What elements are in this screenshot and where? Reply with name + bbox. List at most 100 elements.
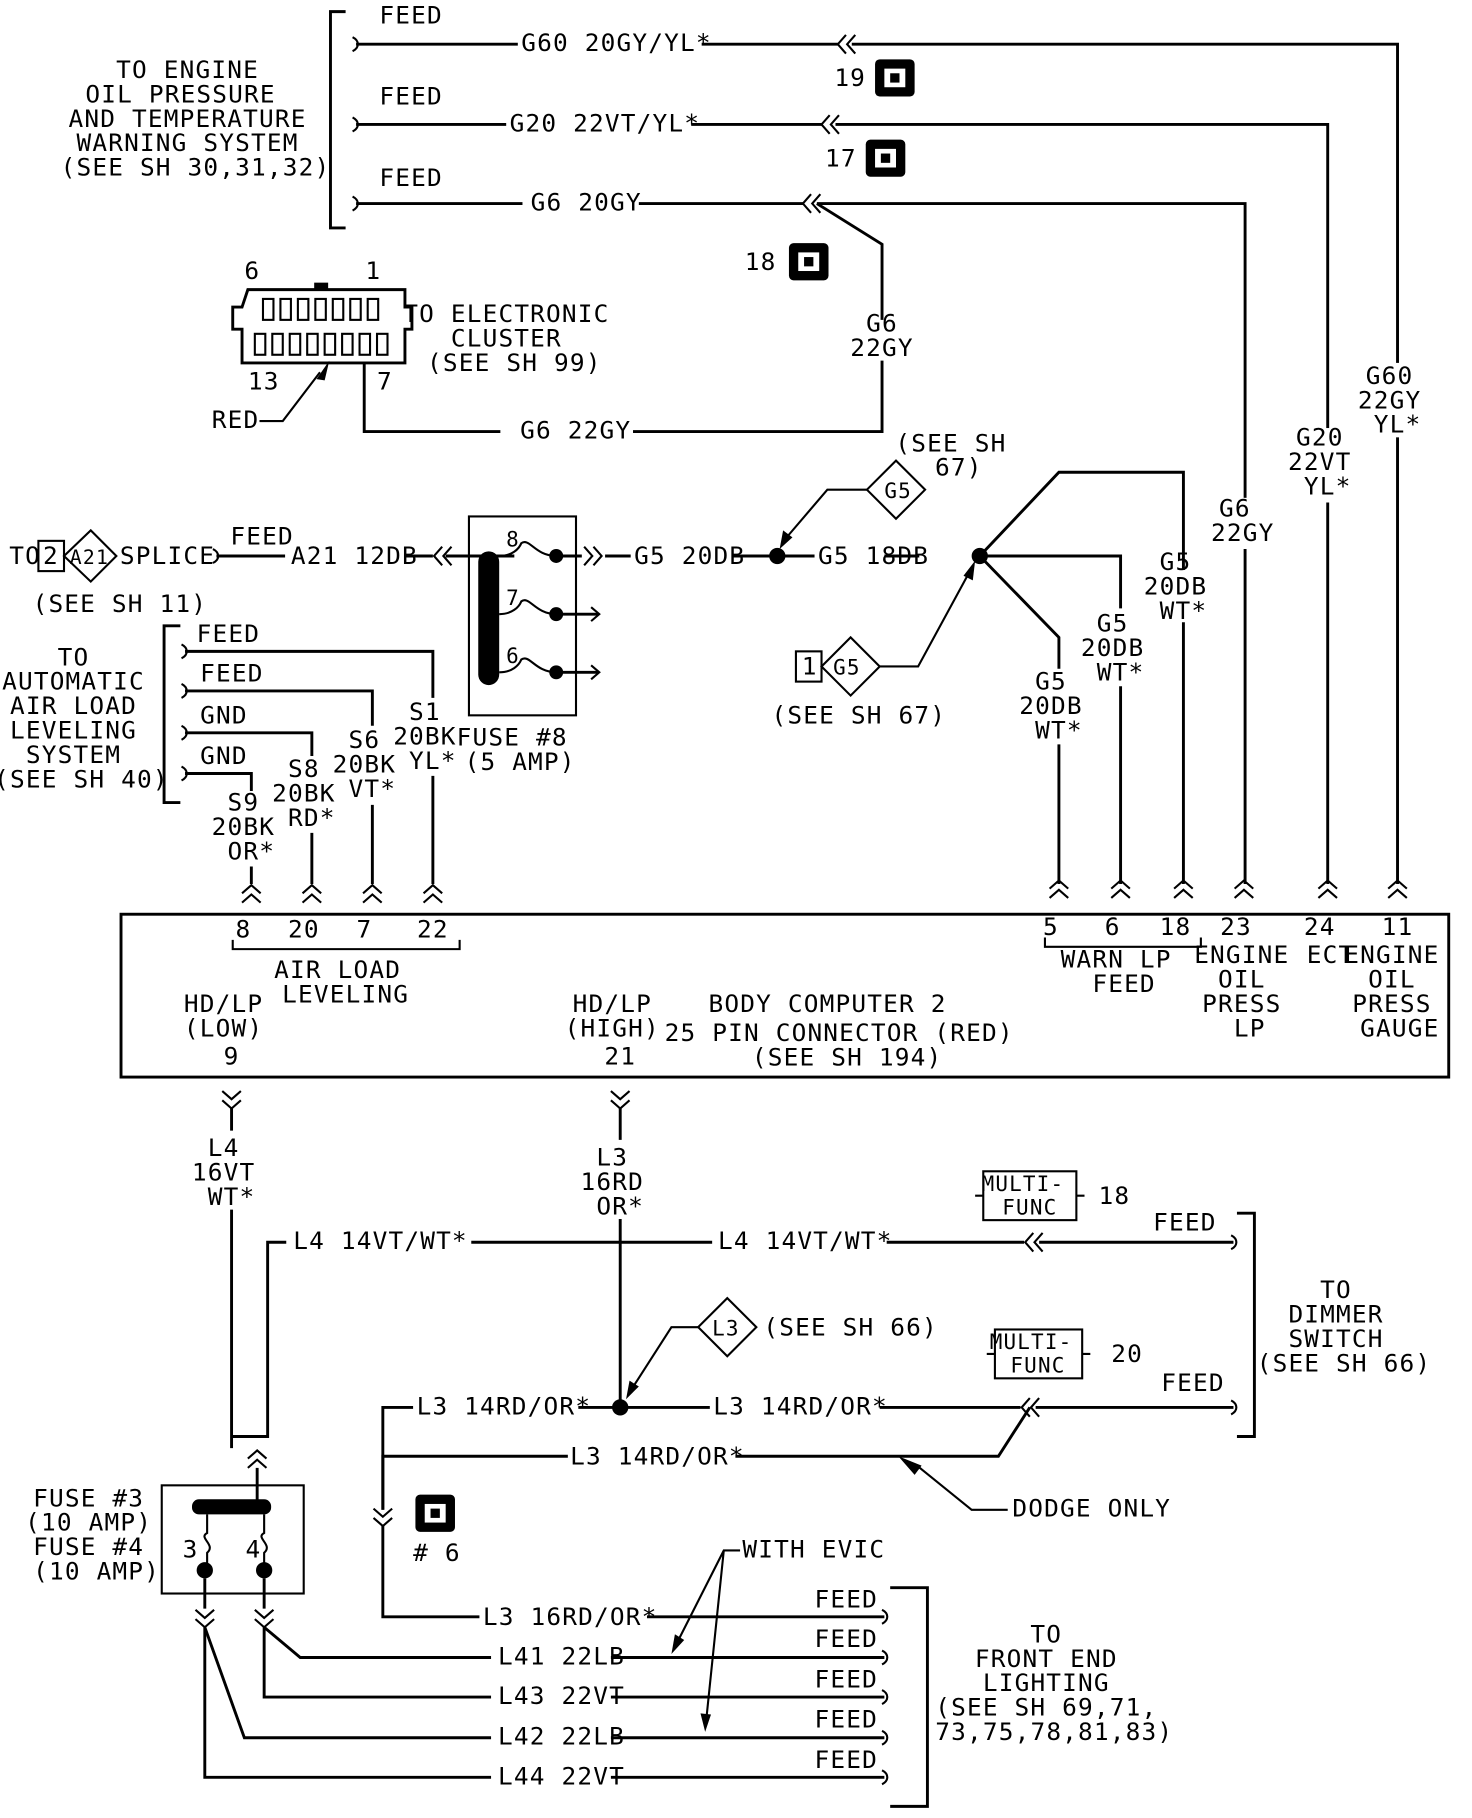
connector-17-label: 17 bbox=[825, 143, 857, 172]
wire-g6-label: G6 20GY bbox=[531, 188, 642, 217]
svg-text:MULTI- FUNC: MULTI- FUNC bbox=[982, 1172, 1078, 1219]
svg-text:(SEE SH 67): (SEE SH 67) bbox=[895, 428, 1022, 481]
svg-text:MULTI- FUNC: MULTI- FUNC bbox=[990, 1330, 1086, 1377]
see-sh-67: (SEE SH 67) bbox=[771, 700, 946, 729]
svg-text:FEED: FEED bbox=[200, 659, 263, 688]
svg-text:G6 22GY: G6 22GY bbox=[1211, 493, 1274, 546]
connector-17-icon bbox=[865, 139, 906, 177]
connector-18-icon bbox=[788, 243, 829, 281]
svg-text:AIR LOAD LEVELING: AIR LOAD LEVELING bbox=[274, 955, 417, 1008]
svg-text:4: 4 bbox=[246, 1534, 262, 1563]
see-sh-66: (SEE SH 66) bbox=[763, 1312, 938, 1341]
wire-l4-14-b: L4 14VT/WT* bbox=[718, 1226, 893, 1255]
wire-l41: L41 22LB bbox=[498, 1641, 625, 1670]
svg-text:1: 1 bbox=[802, 652, 818, 681]
svg-text:L4 16VT WT*: L4 16VT WT* bbox=[192, 1133, 271, 1211]
svg-text:20: 20 bbox=[1111, 1339, 1143, 1368]
svg-text:GND: GND bbox=[200, 741, 248, 770]
fuse-pin-6: 6 bbox=[506, 644, 520, 668]
svg-text:G5: G5 bbox=[833, 656, 861, 680]
splice-a21: A21 bbox=[70, 546, 109, 569]
svg-text:FEED: FEED bbox=[815, 1584, 878, 1613]
wire-l4-14-a: L4 14VT/WT* bbox=[293, 1226, 468, 1255]
svg-text:FEED: FEED bbox=[1153, 1208, 1216, 1237]
wire-g5-18db: G5 18DB bbox=[818, 541, 929, 570]
svg-text:G5 20DB WT*: G5 20DB WT* bbox=[1019, 667, 1098, 745]
wire-g6-22gy-label: G6 22GY bbox=[520, 416, 631, 445]
svg-text:FEED: FEED bbox=[815, 1704, 878, 1733]
svg-text:WARN LP FEED: WARN LP FEED bbox=[1061, 945, 1188, 998]
fuse-3-4: FUSE #3 (10 AMP) FUSE #4 (10 AMP) 3 4 L3… bbox=[25, 1449, 1173, 1808]
headlamp-circuit: L4 16VT WT* L3 16RD OR* L4 14VT/WT* L4 1… bbox=[192, 1089, 1432, 1619]
svg-text:G5 20DB WT*: G5 20DB WT* bbox=[1081, 609, 1160, 687]
see-sh-11: (SEE SH 11) bbox=[33, 589, 208, 618]
svg-text:18: 18 bbox=[1098, 1181, 1130, 1210]
connector-19-icon bbox=[875, 59, 915, 97]
bc-top-connectors bbox=[240, 879, 1408, 904]
electronic-cluster-connector: 6 1 13 7 RED TO ELECTRONIC CLUSTER (SEE … bbox=[212, 256, 625, 434]
svg-text:FEED: FEED bbox=[815, 1745, 878, 1774]
svg-text:S8 20BK RD*: S8 20BK RD* bbox=[272, 754, 351, 832]
svg-text:G60 22GY YL*: G60 22GY YL* bbox=[1358, 361, 1437, 439]
svg-text:S9 20BK OR*: S9 20BK OR* bbox=[212, 788, 291, 866]
wire-l3-14-a: L3 14RD/OR* bbox=[417, 1391, 592, 1420]
oil-pressure-feeds: FEED FEED FEED G60 20GY/YL* G20 22VT/YL*… bbox=[329, 0, 1399, 884]
cluster-pin-1: 1 bbox=[365, 256, 381, 285]
svg-text:5 6 18 23: 5 6 18 23 24 11 bbox=[1043, 912, 1413, 941]
svg-text:FEED: FEED bbox=[197, 619, 260, 648]
svg-text:3: 3 bbox=[183, 1534, 199, 1563]
svg-text:2: 2 bbox=[43, 541, 59, 570]
fuse-8-area: TO 2 A21 SPLICE (SEE SH 11) FEED A21 12D… bbox=[9, 428, 1223, 884]
svg-text:S6 20BK VT*: S6 20BK VT* bbox=[333, 725, 412, 803]
fuse-8-block bbox=[467, 515, 578, 717]
wire-l42: L42 22LB bbox=[498, 1722, 625, 1751]
svg-text:G5: G5 bbox=[884, 479, 912, 503]
with-evic-label: WITH EVIC bbox=[742, 1534, 885, 1563]
red-wire-label: RED bbox=[212, 405, 260, 434]
wire-l44: L44 22VT bbox=[498, 1761, 625, 1790]
wire-g60-label: G60 20GY/YL* bbox=[521, 28, 711, 57]
connector-19-label: 19 bbox=[834, 63, 866, 92]
wire-a21-label: A21 12DB bbox=[291, 541, 418, 570]
svg-text:G20 22VT YL*: G20 22VT YL* bbox=[1288, 422, 1367, 500]
svg-text:SPLICE: SPLICE bbox=[120, 541, 215, 570]
svg-text:S1 20BK YL*: S1 20BK YL* bbox=[393, 697, 472, 775]
svg-text:BODY COMPUTER 2 25 PIN C: BODY COMPUTER 2 25 PIN CONNECTOR (RED) (… bbox=[665, 989, 1030, 1071]
wire-l3-14-c: L3 14RD/OR* bbox=[570, 1441, 745, 1470]
right-vertical-labels: G60 22GY YL* G20 22VT YL* G6 22GY bbox=[1211, 361, 1437, 550]
wire-l43: L43 22VT bbox=[498, 1681, 625, 1710]
svg-text:HD/LP (LOW) 9: HD/LP (LOW) 9 bbox=[184, 989, 279, 1070]
svg-text:G5 20DB WT*: G5 20DB WT* bbox=[1144, 547, 1223, 625]
fuse-pin-8: 8 bbox=[506, 528, 520, 552]
svg-text:ENGINE OIL PRESS: ENGINE OIL PRESS GAUGE bbox=[1344, 940, 1455, 1042]
wire-l3-14-b: L3 14RD/OR* bbox=[713, 1391, 888, 1420]
feed-label: FEED bbox=[379, 163, 442, 192]
connector-18-label: 18 bbox=[745, 247, 777, 276]
wire-l3-16: L3 16RD/OR* bbox=[483, 1602, 658, 1631]
dodge-only-label: DODGE ONLY bbox=[1012, 1494, 1171, 1523]
svg-text:ENGINE OIL PRESS: ENGINE OIL PRESS LP bbox=[1194, 940, 1305, 1042]
fuse-pin-7: 7 bbox=[506, 586, 520, 610]
cluster-label: TO ELECTRONIC CLUSTER (SEE SH 99) bbox=[403, 299, 625, 377]
svg-text:FEED: FEED bbox=[815, 1665, 878, 1694]
body-computer-2: 8 20 7 22 AIR LOAD LEVELING HD/LP (LOW) … bbox=[119, 912, 1455, 1079]
svg-text:TO DIMMER SWITCH: TO DIMMER SWITCH (SEE SH 66) bbox=[1257, 1275, 1432, 1377]
fuse-8-label: FUSE #8 (5 AMP) bbox=[457, 723, 584, 776]
svg-text:FEED: FEED bbox=[1161, 1368, 1224, 1397]
svg-text:TO ENGINE OIL PRESSURE: TO ENGINE OIL PRESSURE AND TEMPERATURE W… bbox=[61, 55, 331, 182]
svg-text:8 20 7 22: 8 20 7 22 bbox=[235, 915, 448, 944]
wire-g20-label: G20 22VT/YL* bbox=[510, 108, 700, 137]
air-load-leveling: TO AUTOMATIC AIR LOAD LEVELING SYSTEM (S… bbox=[0, 619, 472, 884]
oil-system-label: TO ENGINE OIL PRESSURE AND TEMPERATURE W… bbox=[61, 55, 331, 182]
svg-text:TO FRONT END LIGHT: TO FRONT END LIGHTING (SEE SH 69,71, 73,… bbox=[935, 1619, 1173, 1746]
feed-label: FEED bbox=[379, 0, 442, 29]
cluster-pin-6: 6 bbox=[244, 256, 260, 285]
svg-text:ECT: ECT bbox=[1307, 940, 1355, 969]
svg-text:GND: GND bbox=[200, 700, 248, 729]
svg-text:FUSE #3 (10 AMP) F: FUSE #3 (10 AMP) FUSE #4 (10 AMP) bbox=[25, 1483, 168, 1585]
svg-text:TO AUTOMATIC AIR L: TO AUTOMATIC AIR LOAD LEVELING SYSTEM (S… bbox=[0, 642, 169, 793]
svg-text:HD/LP (HIGH) 21: HD/LP (HIGH) 21 bbox=[565, 989, 676, 1070]
svg-text:# 6: # 6 bbox=[413, 1538, 461, 1567]
